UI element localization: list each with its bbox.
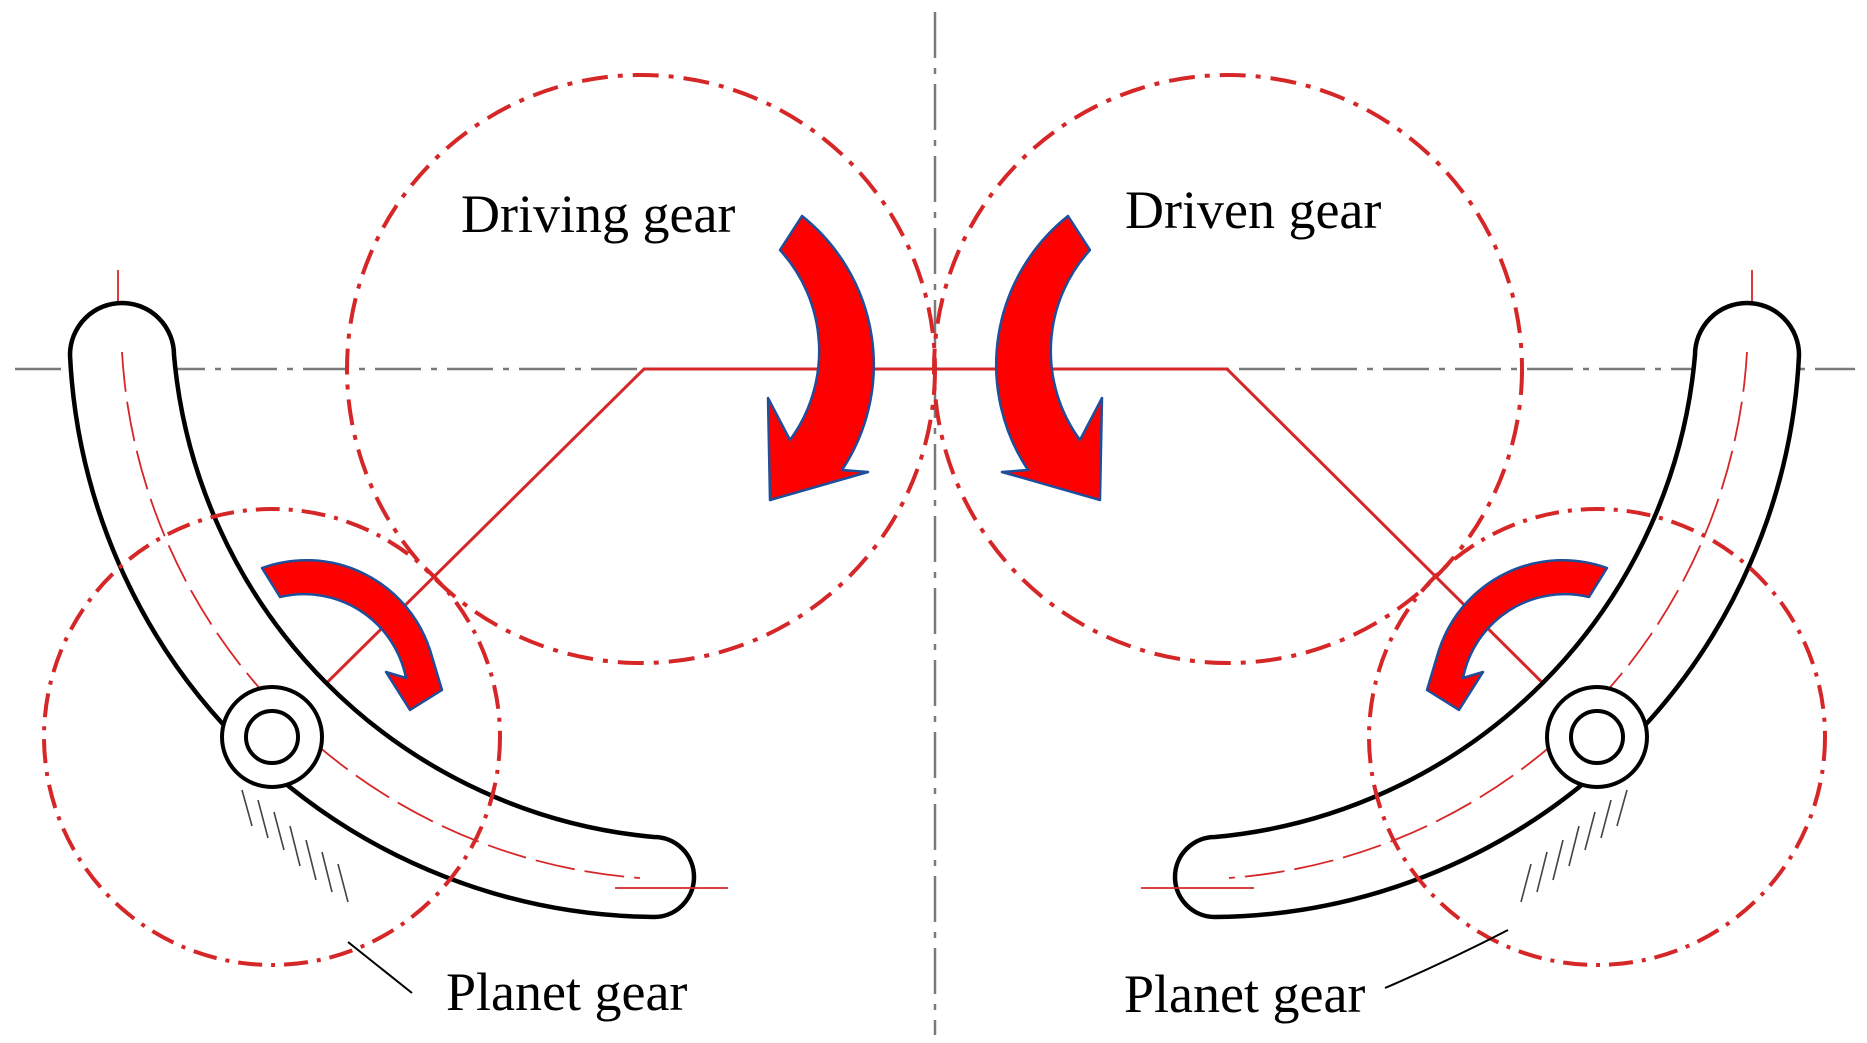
right-planet-hub <box>1545 685 1649 789</box>
driven-gear-label: Driven gear <box>1125 180 1381 240</box>
left-planet-leader-line <box>347 941 413 994</box>
left-planet-rotation-arrow <box>260 558 444 712</box>
right-planet-rotation-arrow <box>1425 558 1609 712</box>
left-planet-hub <box>220 685 324 789</box>
right-planet-leader-line <box>1384 929 1509 989</box>
right-planet-gear-pitch-circle <box>1367 507 1827 967</box>
driven-gear-rotation-arrow <box>994 214 1104 502</box>
left-planet-gear-label: Planet gear <box>446 962 687 1022</box>
left-planet-gear-pitch-circle <box>42 507 502 967</box>
left-support-hatching <box>241 789 349 903</box>
driving-gear-rotation-arrow <box>766 214 876 502</box>
right-support-hatching <box>1520 789 1628 903</box>
right-planet-gear-label: Planet gear <box>1124 964 1365 1024</box>
driving-gear-label: Driving gear <box>461 184 735 244</box>
